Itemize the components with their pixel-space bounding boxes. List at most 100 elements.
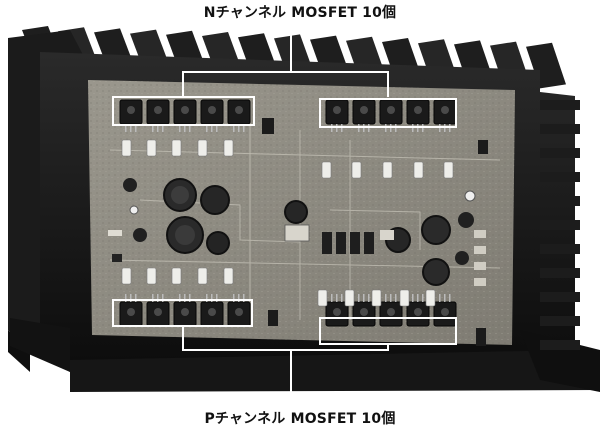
mosfet-lead (363, 294, 365, 302)
resistor (223, 139, 234, 157)
resistor (371, 289, 382, 307)
mosfet-lead (179, 124, 181, 132)
resistor-array (121, 139, 454, 307)
mosfet-lead (216, 294, 218, 302)
mosfet-screw (208, 106, 216, 114)
mosfet-lead (152, 124, 154, 132)
heatsink-fin (540, 100, 580, 110)
heatsink-fin (540, 124, 580, 134)
resistor (399, 289, 410, 307)
mosfet-lead (184, 124, 186, 132)
mosfet-screw (235, 106, 243, 114)
heatsink-fin (540, 244, 580, 254)
small-components (108, 118, 488, 346)
resistor (382, 161, 393, 179)
resistor (197, 139, 208, 157)
mosfet-screw (387, 106, 395, 114)
mosfet-screw (127, 106, 135, 114)
mosfet-screw (333, 106, 341, 114)
mosfet-lead (206, 124, 208, 132)
resistor (425, 289, 436, 307)
mosfet-lead (243, 124, 245, 132)
heatsink-fin (540, 148, 580, 158)
mosfet-lead (125, 294, 127, 302)
n-channel-mosfet-row (119, 99, 457, 132)
mosfet-lead (331, 294, 333, 302)
mosfet-screw (414, 106, 422, 114)
mosfet-lead (385, 294, 387, 302)
resistor (146, 139, 157, 157)
heatsink-fin (540, 172, 580, 182)
filter-capacitors (123, 178, 474, 286)
mosfet-lead (211, 294, 213, 302)
resistor (171, 139, 182, 157)
mosfet-lead (368, 294, 370, 302)
heatsink-fin (540, 340, 580, 350)
mosfet-lead (439, 294, 441, 302)
mosfet-lead (184, 294, 186, 302)
heatsink-fin (540, 268, 580, 278)
mosfet-lead (395, 294, 397, 302)
mosfet-screw (154, 308, 162, 316)
resistor (197, 267, 208, 285)
bottom-caption: Pチャンネル MOSFET 10個 (204, 411, 396, 427)
mosfet-lead (130, 124, 132, 132)
mosfet-screw (235, 308, 243, 316)
mosfet-screw (360, 106, 368, 114)
mosfet-lead (412, 294, 414, 302)
mosfet-lead (211, 124, 213, 132)
heatsink-fin (540, 316, 580, 326)
heatsink-fin (540, 220, 580, 230)
mosfet-screw (181, 308, 189, 316)
mosfet-lead (130, 294, 132, 302)
callout-top (112, 22, 457, 128)
mosfet-lead (135, 124, 137, 132)
mosfet-screw (208, 308, 216, 316)
heatsink-fin (526, 42, 566, 89)
mosfet-screw (360, 308, 368, 316)
mosfet-lead (152, 294, 154, 302)
resistor (317, 289, 328, 307)
mosfet-screw (387, 308, 395, 316)
callout-bottom (112, 299, 457, 405)
mosfet-lead (238, 294, 240, 302)
resistor (121, 139, 132, 157)
mosfet-lead (206, 294, 208, 302)
resistor (443, 161, 454, 179)
mosfet-lead (341, 294, 343, 302)
mosfet-lead (157, 294, 159, 302)
mosfet-screw (181, 106, 189, 114)
mosfet-lead (135, 294, 137, 302)
mosfet-lead (422, 294, 424, 302)
p-channel-mosfet-row (119, 294, 457, 327)
mosfet-lead (189, 124, 191, 132)
mosfet-lead (157, 124, 159, 132)
resistor (223, 267, 234, 285)
resistor (146, 267, 157, 285)
mosfet-lead (233, 124, 235, 132)
mosfet-lead (125, 124, 127, 132)
mosfet-screw (154, 106, 162, 114)
heatsink-fin (540, 292, 580, 302)
mosfet-screw (127, 308, 135, 316)
mosfet-screw (441, 106, 449, 114)
mosfet-lead (238, 124, 240, 132)
mosfet-lead (444, 294, 446, 302)
resistor (121, 267, 132, 285)
mosfet-lead (162, 124, 164, 132)
mosfet-lead (449, 294, 451, 302)
mosfet-lead (233, 294, 235, 302)
mosfet-lead (417, 294, 419, 302)
mosfet-lead (179, 294, 181, 302)
mosfet-screw (414, 308, 422, 316)
resistor (351, 161, 362, 179)
resistor (321, 161, 332, 179)
top-caption: Nチャンネル MOSFET 10個 (203, 5, 397, 21)
heatsink-fin (540, 196, 580, 206)
resistor (171, 267, 182, 285)
mosfet-lead (243, 294, 245, 302)
mosfet-lead (162, 294, 164, 302)
mosfet-lead (390, 294, 392, 302)
resistor (344, 289, 355, 307)
